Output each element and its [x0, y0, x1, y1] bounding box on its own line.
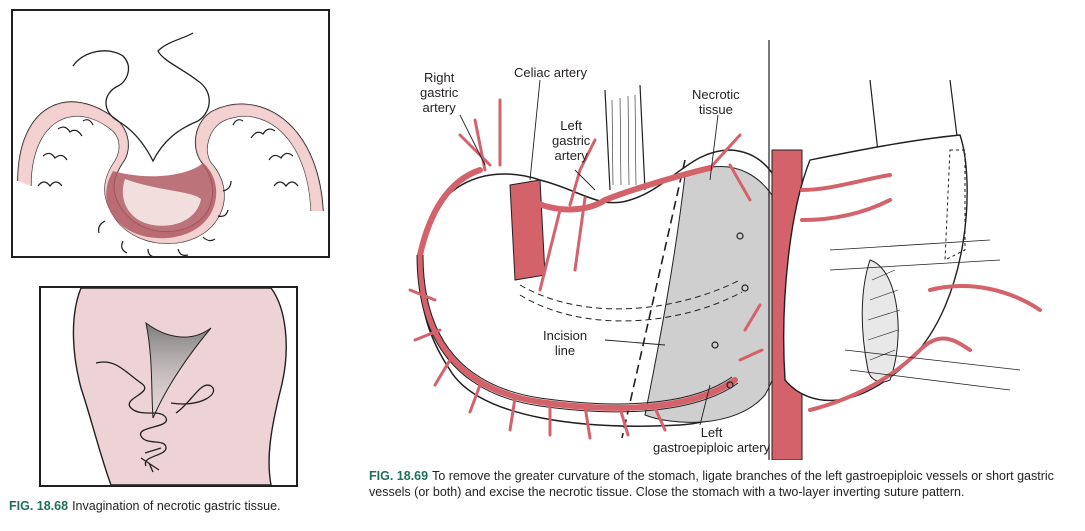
invagination-cross-section-drawing: [17, 32, 324, 256]
arterial-branches: [408, 98, 764, 440]
label-necrotic-tissue: Necrotic tissue: [692, 87, 740, 117]
figure-68-number: FIG. 18.68: [9, 499, 69, 513]
label-celiac-artery: Celiac artery: [514, 65, 587, 80]
lembert-suture-line: [95, 361, 215, 473]
invaginated-lumen: [122, 179, 201, 226]
incision-dashed-line: [621, 159, 686, 439]
right-panel-arteries: [800, 173, 1042, 412]
ligature-ties: [711, 232, 749, 389]
figure-68-illustration-top: [11, 9, 330, 258]
invaginated-necrotic-fold: [145, 321, 212, 419]
gastric-wall-band: [18, 102, 323, 244]
hatching: [867, 269, 901, 361]
esophagus-striations: [611, 94, 637, 186]
label-incision-line: Incision line: [543, 328, 588, 358]
celiac-trunk: [509, 179, 546, 281]
greater-curvature-resection-drawing: [408, 40, 1042, 460]
figure-69-illustration: Right gastric artery Celiac artery Left …: [390, 40, 1085, 460]
suture-strand: [72, 32, 210, 163]
label-left-gastroepiploic-artery: Left gastroepiploic artery: [653, 425, 771, 455]
invaginated-stomach-suture-drawing: [72, 288, 287, 485]
pylorus-dashed-line-2: [519, 291, 743, 322]
gastroepiploic-arcade-outline: [416, 254, 739, 413]
figure-68-illustration-bottom: [39, 286, 298, 487]
label-left-gastric-artery: Left gastric artery: [552, 118, 591, 163]
figure-69-caption-text: To remove the greater curvature of the s…: [369, 469, 1054, 499]
esophagus: [604, 84, 646, 191]
suture-strands-right: [829, 239, 1021, 391]
pylorus-dashed-line: [519, 279, 741, 310]
figure-68-caption-text: Invagination of necrotic gastric tissue.: [72, 499, 281, 513]
stomach-body: [72, 288, 287, 485]
label-leader-lines: [459, 79, 719, 426]
figure-69-number: FIG. 18.69: [369, 469, 429, 483]
label-right-gastric-artery: Right gastric artery: [420, 70, 459, 115]
mucosal-rugae: [37, 119, 299, 256]
gastroepiploic-arcade: [417, 165, 738, 411]
suture-closure-line: [944, 149, 966, 261]
